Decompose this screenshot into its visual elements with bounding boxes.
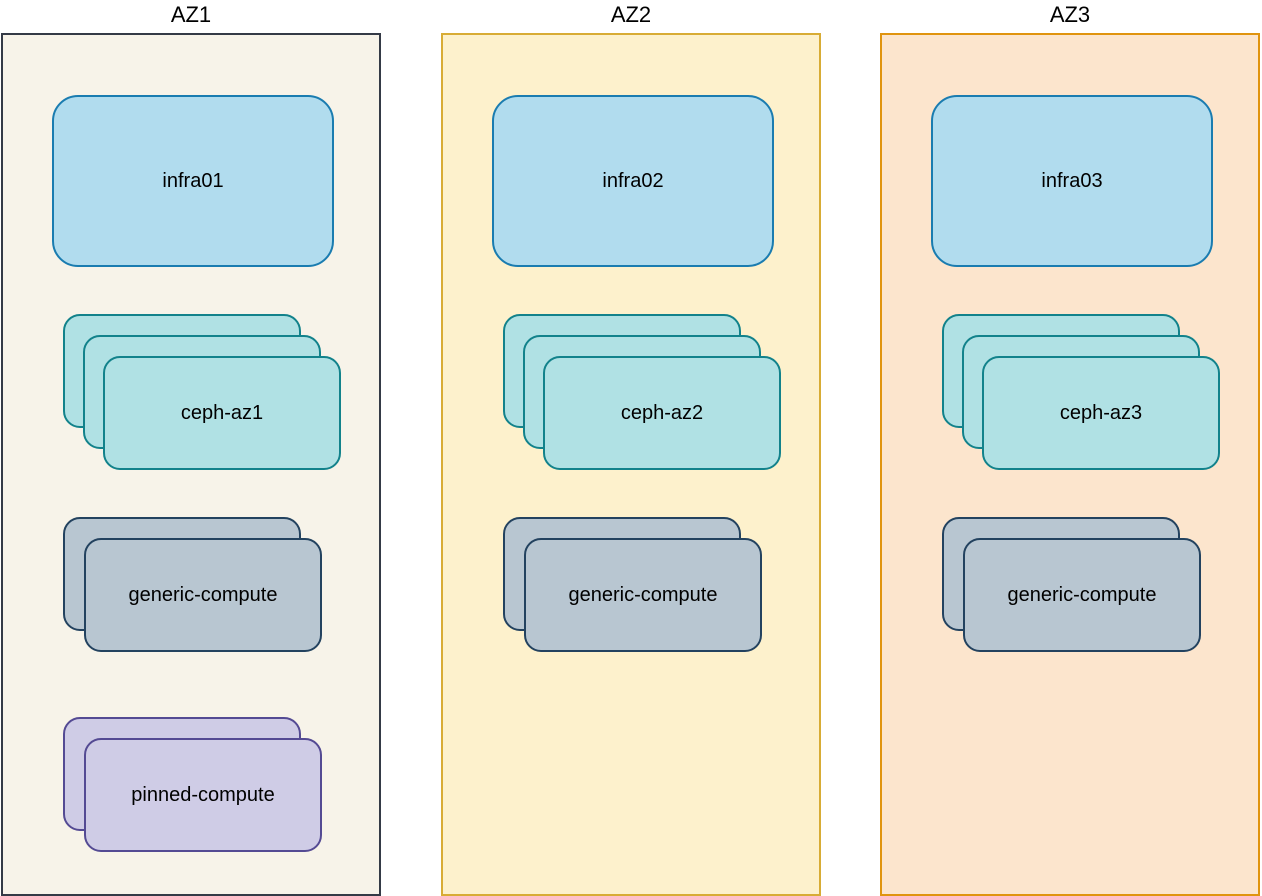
node-stack-generic-compute: generic-compute bbox=[942, 517, 1204, 654]
node-label: ceph-az3 bbox=[1059, 401, 1143, 424]
stacked-card-front: generic-compute bbox=[84, 538, 322, 652]
stacked-card-front: ceph-az2 bbox=[543, 356, 781, 470]
node-label: infra02 bbox=[602, 169, 664, 192]
zone-az1: infra01 ceph-az1 generic-compute pinned-… bbox=[1, 33, 381, 896]
zone-title-az1: AZ1 bbox=[170, 2, 212, 27]
stacked-card-front: generic-compute bbox=[963, 538, 1201, 652]
node-label: ceph-az2 bbox=[620, 401, 704, 424]
node-label: infra01 bbox=[162, 169, 224, 192]
node-label: pinned-compute bbox=[131, 783, 275, 806]
zone-az3: infra03 ceph-az3 generic-compute bbox=[880, 33, 1260, 896]
node-label: infra03 bbox=[1041, 169, 1103, 192]
node-label: generic-compute bbox=[568, 583, 718, 606]
node-infra03: infra03 bbox=[931, 95, 1213, 267]
node-label: generic-compute bbox=[128, 583, 278, 606]
stacked-card-front: pinned-compute bbox=[84, 738, 322, 852]
node-label: ceph-az1 bbox=[180, 401, 264, 424]
zone-title-az3: AZ3 bbox=[1049, 2, 1091, 27]
node-label: generic-compute bbox=[1007, 583, 1157, 606]
stacked-card-front: ceph-az1 bbox=[103, 356, 341, 470]
node-stack-generic-compute: generic-compute bbox=[63, 517, 325, 654]
stacked-card-front: generic-compute bbox=[524, 538, 762, 652]
zone-az2: infra02 ceph-az2 generic-compute bbox=[441, 33, 821, 896]
node-stack-generic-compute: generic-compute bbox=[503, 517, 765, 654]
node-infra01: infra01 bbox=[52, 95, 334, 267]
stacked-card-front: ceph-az3 bbox=[982, 356, 1220, 470]
zone-title-az2: AZ2 bbox=[610, 2, 652, 27]
node-stack-ceph-az1: ceph-az1 bbox=[63, 314, 343, 472]
node-stack-pinned-compute: pinned-compute bbox=[63, 717, 325, 854]
node-infra02: infra02 bbox=[492, 95, 774, 267]
node-stack-ceph-az2: ceph-az2 bbox=[503, 314, 783, 472]
node-stack-ceph-az3: ceph-az3 bbox=[942, 314, 1222, 472]
